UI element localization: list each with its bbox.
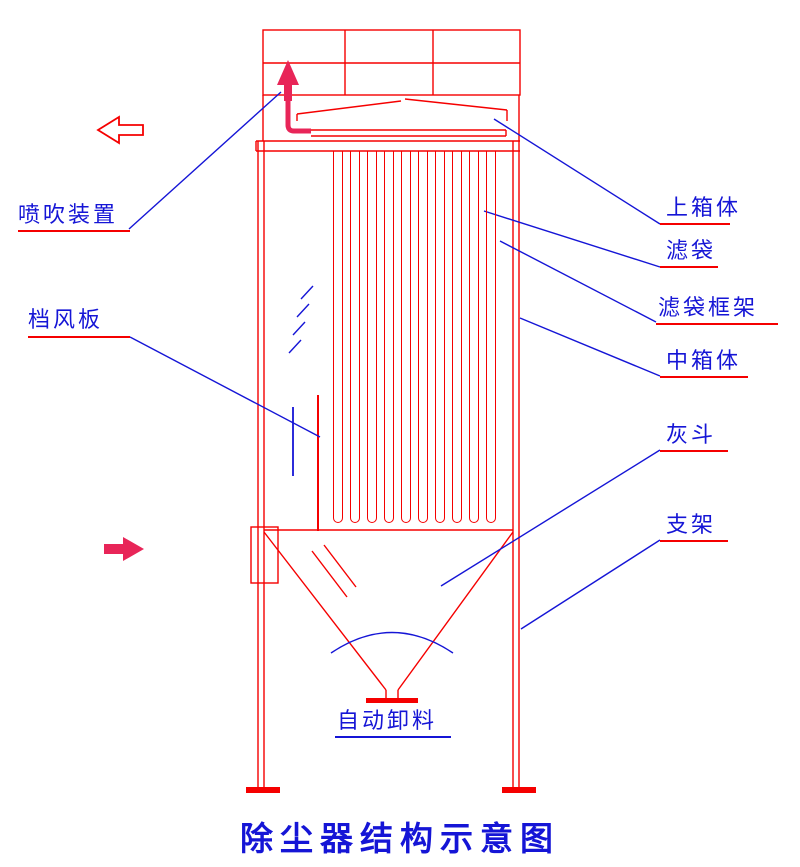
airflow-dash-4 xyxy=(288,339,302,354)
underline-filter-bag-cage xyxy=(656,323,778,325)
underline-middle-box xyxy=(660,376,748,378)
filter-bag xyxy=(367,151,377,523)
underline-upper-box xyxy=(660,223,730,225)
hopper-slant-left xyxy=(263,531,387,691)
leader-ash-hopper xyxy=(440,449,661,587)
inlet-arrow-icon xyxy=(104,537,144,561)
label-ash-hopper: 灰斗 xyxy=(666,422,717,447)
leader-bag-cage xyxy=(499,240,657,323)
underline-filter-bag xyxy=(660,266,718,268)
filter-bag xyxy=(333,151,343,523)
inlet-guide-2 xyxy=(323,544,357,588)
filter-bag xyxy=(350,151,360,523)
leader-blowing-device xyxy=(128,91,282,230)
left-foot xyxy=(246,787,280,793)
structure-lines xyxy=(250,29,521,787)
underline-ash-hopper xyxy=(660,450,728,452)
inlet-guide-1 xyxy=(311,550,348,598)
leader-baffle-plate xyxy=(129,336,321,438)
filter-bag xyxy=(452,151,462,523)
filter-bag xyxy=(435,151,445,523)
label-baffle-plate: 档风板 xyxy=(28,307,104,332)
hopper-arc xyxy=(330,631,454,654)
filter-bag xyxy=(469,151,479,523)
label-middle-box: 中箱体 xyxy=(666,348,742,373)
blue-annotations xyxy=(128,91,661,654)
leader-filter-bag xyxy=(483,210,661,268)
filter-bag xyxy=(401,151,411,523)
label-blowing-device: 喷吹装置 xyxy=(18,202,119,227)
airflow-dash-2 xyxy=(296,303,310,318)
pulse-pipe-elbow xyxy=(285,92,311,134)
label-upper-box: 上箱体 xyxy=(666,195,742,220)
underline-support-frame xyxy=(660,540,728,542)
leader-upper-box xyxy=(493,118,661,225)
filter-bag xyxy=(384,151,394,523)
label-filter-bag-cage: 滤袋框架 xyxy=(658,295,759,320)
label-auto-discharge: 自动卸料 xyxy=(337,708,438,733)
pipe-and-arrows xyxy=(96,60,311,561)
underline-baffle-plate xyxy=(28,336,130,338)
discharge-flange xyxy=(366,698,418,703)
label-support-frame: 支架 xyxy=(666,512,717,537)
filter-bag xyxy=(486,151,496,523)
leader-support xyxy=(520,539,661,630)
underline-blowing-device xyxy=(18,230,130,232)
label-filter-bag: 滤袋 xyxy=(666,238,717,263)
venturi-plate-left xyxy=(296,100,402,115)
leader-middle-box xyxy=(519,317,661,377)
underline-auto-discharge xyxy=(335,736,451,738)
outlet-arrow-icon xyxy=(96,115,144,145)
airflow-dash-1 xyxy=(300,285,314,300)
diagram-title: 除尘器结构示意图 xyxy=(240,822,560,858)
airflow-dash-3 xyxy=(292,321,306,336)
hopper-slant-right xyxy=(397,531,514,691)
venturi-plate-right xyxy=(404,98,508,111)
up-arrow-icon xyxy=(277,60,299,101)
right-foot xyxy=(502,787,536,793)
solid-red-parts xyxy=(246,698,536,793)
filter-bag xyxy=(418,151,428,523)
inlet-box xyxy=(250,526,279,584)
